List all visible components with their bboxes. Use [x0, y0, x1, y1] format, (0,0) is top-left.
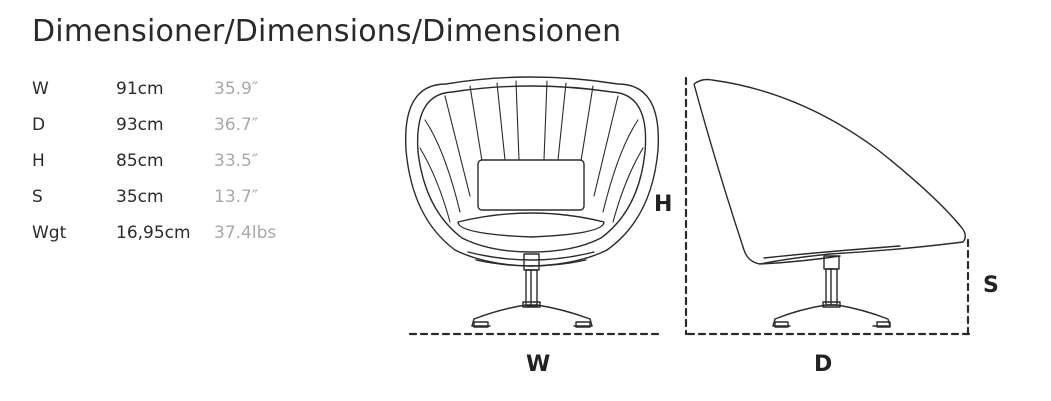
- width-dimension-label: W: [526, 352, 551, 377]
- spec-imperial-value: 36.7″: [214, 115, 259, 135]
- front-swivel-stem: [523, 253, 540, 307]
- side-star-base: [772, 301, 891, 328]
- spec-label: W: [32, 79, 49, 99]
- height-dimension-label: H: [654, 192, 673, 217]
- spec-metric-value: 85cm: [116, 151, 164, 171]
- page-title: Dimensioner/Dimensions/Dimensionen: [32, 14, 622, 49]
- spec-label: S: [32, 187, 43, 207]
- seat-height-dimension-label: S: [983, 273, 999, 298]
- spec-metric-value: 91cm: [116, 79, 164, 99]
- front-base-ring: [467, 251, 595, 267]
- spec-label: Wgt: [32, 223, 67, 243]
- spec-imperial-value: 37.4lbs: [214, 223, 277, 243]
- chair-side-view: [693, 78, 966, 328]
- front-shell-outer: [404, 76, 660, 267]
- spec-imperial-value: 35.9″: [214, 79, 259, 99]
- side-seat-edge: [763, 245, 901, 259]
- spec-imperial-value: 33.5″: [214, 151, 259, 171]
- front-shell-inner: [416, 85, 647, 253]
- spec-imperial-value: 13.7″: [214, 187, 259, 207]
- chair-front-view: [404, 76, 660, 328]
- spec-label: H: [32, 151, 45, 171]
- depth-dimension-label: D: [814, 352, 833, 377]
- front-star-base: [471, 301, 593, 328]
- side-swivel-stem: [823, 255, 840, 306]
- spec-label: D: [32, 115, 46, 135]
- front-cushion: [477, 159, 585, 211]
- side-shell-outer: [693, 78, 966, 265]
- spec-metric-value: 93cm: [116, 115, 164, 135]
- side-shell-underside: [759, 255, 841, 265]
- chair-dimension-diagram: [404, 76, 972, 336]
- spec-metric-value: 35cm: [116, 187, 164, 207]
- front-seat: [457, 212, 605, 238]
- spec-metric-value: 16,95cm: [116, 223, 191, 243]
